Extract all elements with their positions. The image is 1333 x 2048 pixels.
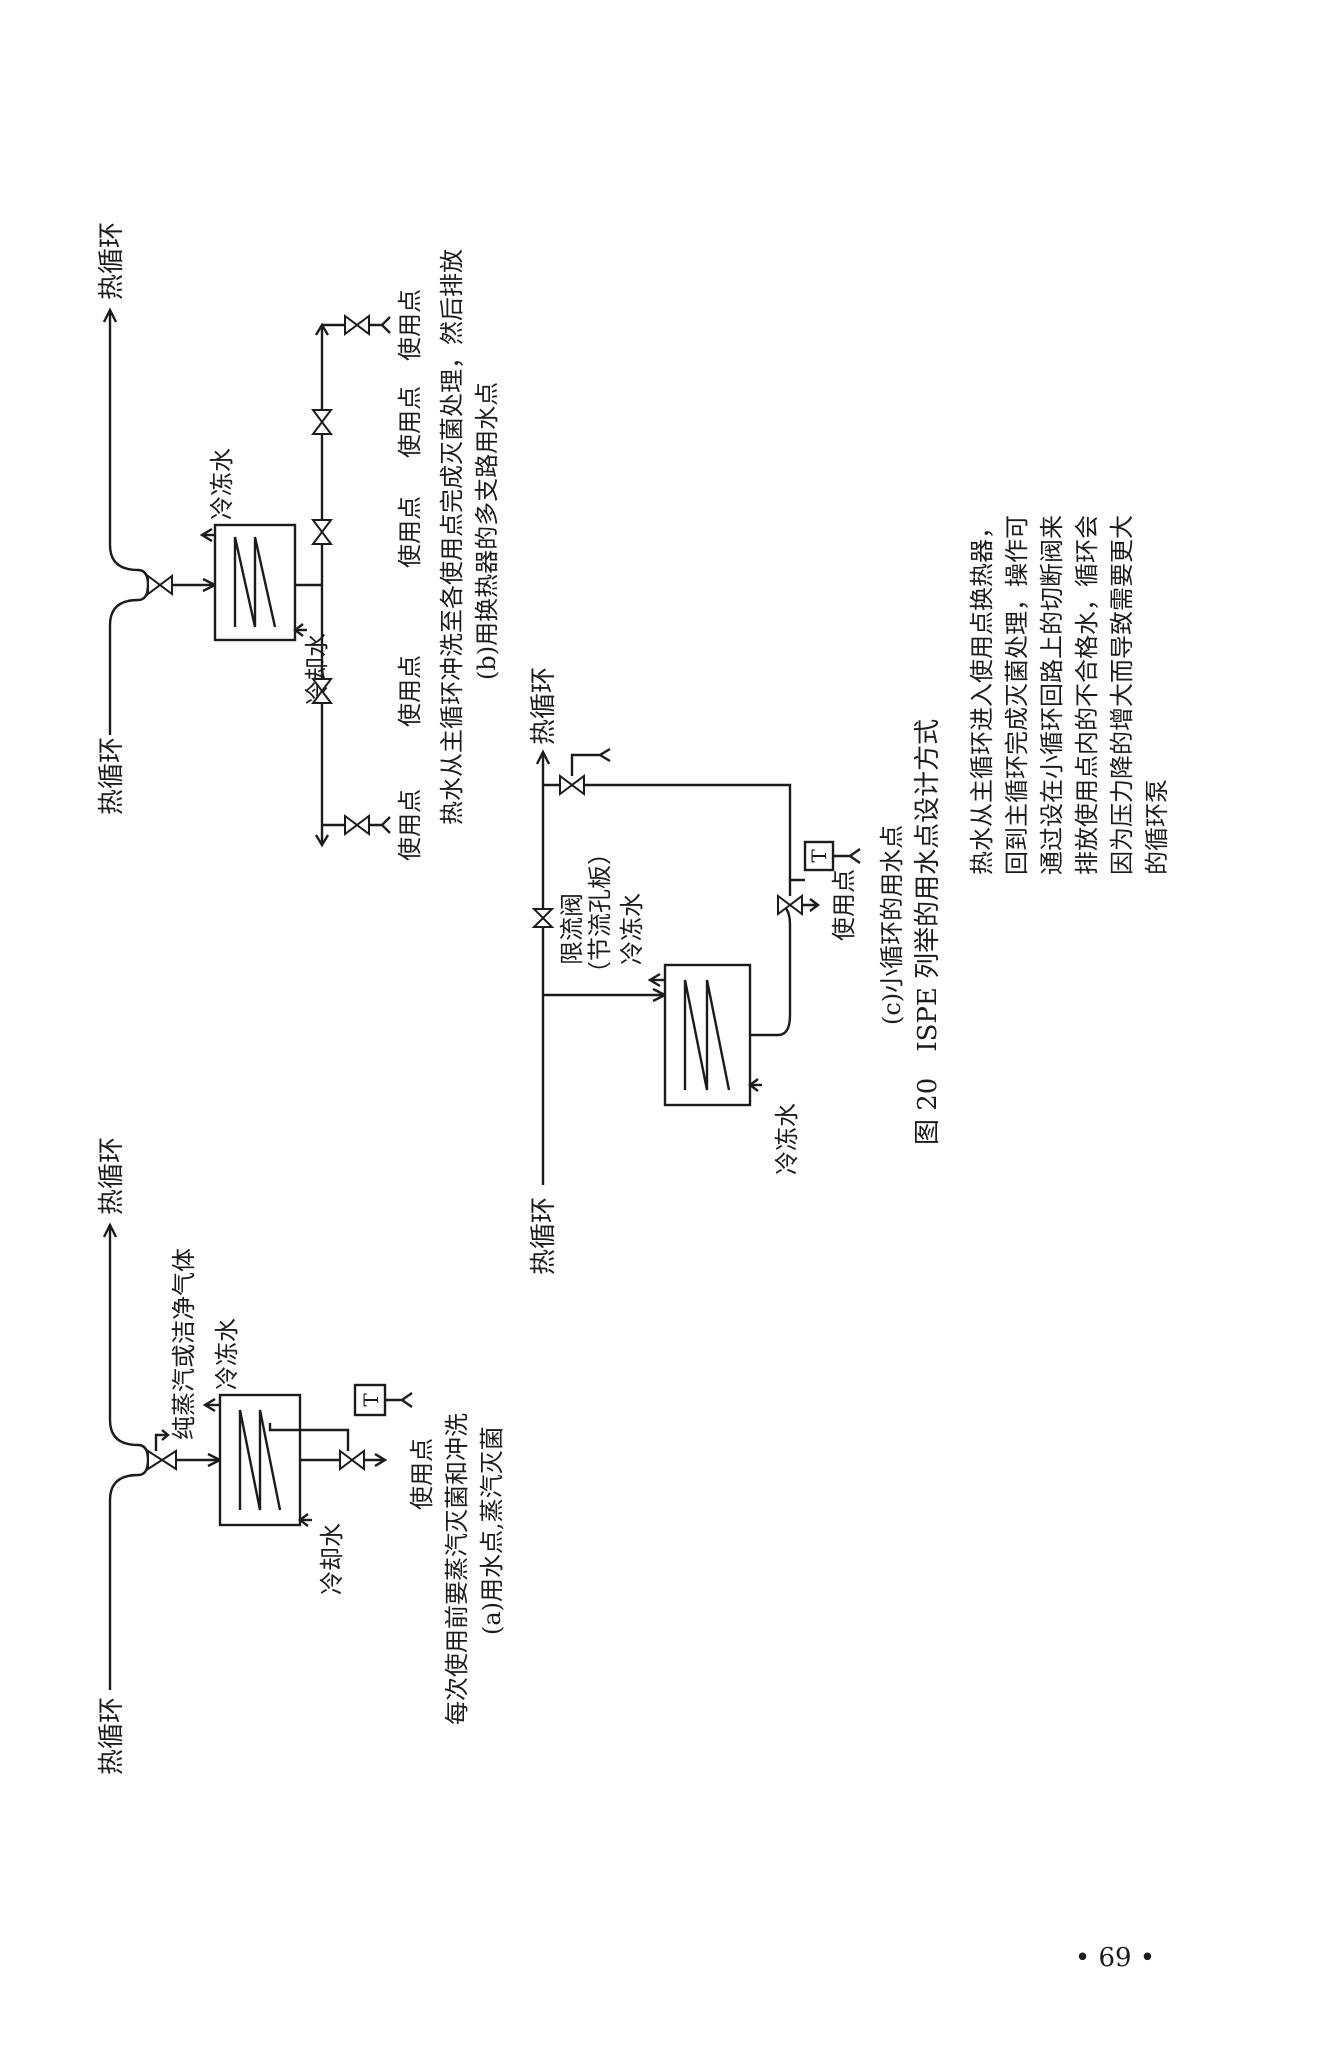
a-t-label: T xyxy=(359,1393,383,1407)
b-usepoint-4: 使用点 xyxy=(396,386,424,458)
a-steam-arrow-icon xyxy=(161,1429,170,1441)
a-note: 每次使用前要蒸汽灭菌和冲洗 xyxy=(443,1413,471,1725)
b-cooling-arrow-icon xyxy=(293,623,304,637)
c-note-line-1: 热水从主循环进入使用点换热器， xyxy=(968,515,996,875)
c-note-line-4: 排放使用点内的不合格水，循环会 xyxy=(1073,515,1101,875)
a-steam-valve-icon xyxy=(147,1449,164,1471)
b-branch-3-valve-icon xyxy=(311,519,333,545)
c-return-pipe xyxy=(543,783,792,880)
b-inlet-valve-icon xyxy=(147,574,162,596)
c-t-branch xyxy=(788,878,805,896)
a-steam-valve-lower-icon xyxy=(160,1449,177,1471)
c-chilled-out-arrow-icon xyxy=(647,972,661,988)
b-hot-loop-arrow xyxy=(102,307,118,323)
c-chilled-in-label: 冷冻水 xyxy=(773,1103,801,1175)
a-hot-loop-pipe xyxy=(108,1225,150,1690)
c-usepoint-arrow-icon xyxy=(802,898,820,912)
b-branch-5-valve-icon xyxy=(344,314,370,336)
c-shutoff-valve-icon xyxy=(559,774,585,796)
a-chilled-arrow-icon xyxy=(202,1397,216,1413)
diagram-b: 热循环 热循环 冷冻水 冷却水 xyxy=(97,222,501,861)
a-caption: (a)用水点,蒸汽灭菌 xyxy=(478,1426,506,1635)
a-usepoint-label: 使用点 xyxy=(408,1438,436,1510)
c-outlet-pipe xyxy=(750,903,792,1037)
b-usepoint-1: 使用点 xyxy=(396,789,424,861)
b-branch-4-valve-icon xyxy=(311,409,333,435)
a-hot-loop-out-label: 热循环 xyxy=(97,1137,127,1215)
c-chilled-in-arrow-icon xyxy=(748,1078,759,1092)
c-note-line-3: 通过设在小循环回路上的切断阀来 xyxy=(1038,515,1066,875)
b-branch-1-drain-icon xyxy=(369,816,391,834)
b-exchanger-coil-icon xyxy=(233,536,277,628)
b-hot-loop-pipe xyxy=(108,310,150,735)
c-chilled-out-label: 冷冻水 xyxy=(618,893,646,965)
c-exchanger-coil-icon xyxy=(683,979,731,1091)
b-branch-1 xyxy=(322,814,391,836)
page-number: • 69 • xyxy=(1075,1943,1155,1973)
a-exchanger-coil-icon xyxy=(238,1409,282,1511)
c-restrictor-valve-icon xyxy=(531,908,555,928)
b-usepoint-3: 使用点 xyxy=(396,496,424,568)
b-branch-3 xyxy=(311,519,333,545)
b-branch-5 xyxy=(322,314,391,336)
c-hot-loop-arrow xyxy=(535,749,551,765)
a-chilled-label: 冷冻水 xyxy=(213,1318,241,1390)
figure-title: 图 20 ISPE 列举的用水点设计方式 xyxy=(913,719,943,1145)
a-hot-loop-in-label: 热循环 xyxy=(97,1697,127,1775)
a-t-branch xyxy=(268,1423,350,1451)
diagram-a: 热循环 热循环 纯蒸汽或洁净气体 冷冻水 冷却水 xyxy=(97,1137,506,1775)
b-note: 热水从主循环冲洗至各使用点完成灭菌处理，然后排放 xyxy=(438,249,466,825)
a-steam-label: 纯蒸汽或洁净气体 xyxy=(170,1248,198,1440)
c-note-line-6: 的循环泵 xyxy=(1143,779,1171,875)
b-caption: (b)用换热器的多支路用水点 xyxy=(473,382,501,680)
a-outlet-valve-lower-icon xyxy=(350,1449,365,1471)
a-steam-branch xyxy=(154,1433,168,1451)
c-usepoint-label: 使用点 xyxy=(830,869,858,941)
c-t-label: T xyxy=(807,849,831,863)
b-hot-loop-in-label: 热循环 xyxy=(97,737,127,815)
a-outlet-valve-icon xyxy=(339,1449,354,1471)
b-branch-5-drain-icon xyxy=(369,316,391,334)
c-usepoint-valve-icon xyxy=(777,894,803,916)
c-hot-loop-out-label: 热循环 xyxy=(529,667,559,745)
a-usepoint-arrow-icon xyxy=(374,1452,388,1468)
a-hot-loop-arrow xyxy=(102,1222,118,1238)
c-restrictor-label-1: 限流阀 xyxy=(558,893,586,965)
b-usepoint-5: 使用点 xyxy=(396,289,424,361)
rotated-figure: 热循环 热循环 纯蒸汽或洁净气体 冷冻水 冷却水 xyxy=(97,222,1171,1775)
b-hot-loop-out-label: 热循环 xyxy=(97,222,127,300)
b-chilled-label: 冷冻水 xyxy=(208,448,236,520)
c-note-line-2: 回到主循环完成灭菌处理，操作可 xyxy=(1003,515,1031,875)
b-cooling-label: 冷却水 xyxy=(303,633,331,705)
c-restrictor-label-2: （节流孔板） xyxy=(586,841,614,985)
c-caption: (c)小循环的用水点 xyxy=(878,825,906,1025)
diagram-c: 热循环 热循环 限流阀 （节流孔板） 冷冻水 冷冻水 xyxy=(529,515,1171,1275)
c-shutoff-drain-icon xyxy=(570,747,611,776)
b-branch-4 xyxy=(311,409,333,435)
b-usepoint-2: 使用点 xyxy=(396,655,424,727)
b-branch-2-valve-icon xyxy=(311,678,333,704)
a-cooling-label: 冷却水 xyxy=(318,1523,346,1595)
a-cooling-arrow-icon xyxy=(298,1513,309,1527)
b-branch-2 xyxy=(311,678,333,704)
b-chilled-arrow-icon xyxy=(199,527,213,543)
b-inlet-valve-lower-icon xyxy=(158,574,173,596)
a-drain-icon xyxy=(385,1392,413,1408)
c-drain-icon xyxy=(833,848,861,864)
c-hot-loop-in-label: 热循环 xyxy=(529,1197,559,1275)
c-note-line-5: 因为压力降的增大而导致需要更大 xyxy=(1108,515,1136,875)
b-branch-1-valve-icon xyxy=(344,814,370,836)
